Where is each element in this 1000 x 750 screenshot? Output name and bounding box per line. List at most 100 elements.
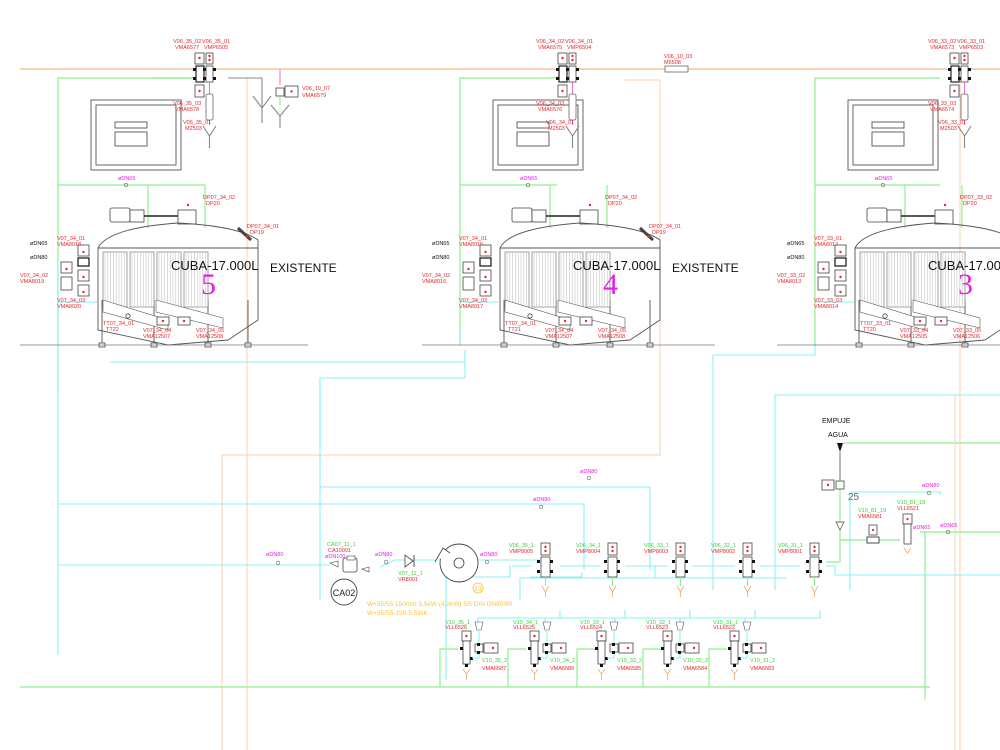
cooling-plate [859, 251, 885, 308]
valve-body[interactable] [540, 556, 551, 578]
code-vmp: VMP8002 [711, 549, 735, 555]
control-panel[interactable] [492, 99, 584, 171]
side-valve-body[interactable] [77, 257, 90, 267]
valve-body[interactable] [607, 556, 618, 578]
ca02-circle[interactable] [330, 578, 358, 606]
control-panel[interactable] [847, 99, 939, 171]
side-valve-actuator[interactable] [834, 269, 847, 282]
sight-glass[interactable] [960, 93, 969, 121]
temperature-sensor[interactable] [125, 313, 131, 319]
valve-body[interactable] [195, 65, 205, 83]
port-marker [213, 77, 216, 80]
check-valve-icon[interactable] [404, 554, 414, 568]
valve-water[interactable] [835, 480, 845, 490]
agitator-motor[interactable] [109, 207, 131, 223]
vent-assembly: V06_10_07 VMA6579 V06_10_03 M6508 [228, 54, 692, 128]
sight-glass[interactable] [205, 93, 214, 121]
code-vll: VLL6526 [445, 625, 467, 631]
tag-v06-10-03: V06_10_03 [664, 54, 692, 60]
tank-body[interactable] [499, 222, 661, 346]
valve-body[interactable] [675, 556, 686, 578]
side-valve-actuator[interactable] [60, 261, 73, 274]
control-panel[interactable] [90, 99, 182, 171]
side-valve-body[interactable] [817, 276, 830, 291]
valve-body[interactable] [809, 556, 820, 578]
status-dot [939, 319, 943, 323]
valve-body[interactable] [742, 556, 753, 578]
green-branch [642, 648, 661, 687]
status-dot [813, 549, 816, 553]
code-vll: VLL6525 [513, 625, 535, 631]
port-marker [566, 68, 569, 71]
pump-number: 13 [474, 586, 482, 593]
valve-v10-2-actuator[interactable] [751, 642, 767, 654]
valve-actuator-01[interactable] [205, 52, 214, 65]
empuje-label: EMPUJE [822, 418, 851, 425]
valve-body[interactable] [530, 640, 539, 665]
valve-body[interactable] [597, 640, 606, 665]
dn-marker [586, 475, 592, 481]
check-valve-water-icon[interactable] [835, 521, 845, 531]
port-marker [728, 647, 731, 650]
side-valve-actuator[interactable] [77, 244, 90, 257]
valve-v06-10-07[interactable] [275, 87, 285, 97]
valve-v10-2-actuator[interactable] [618, 642, 634, 654]
valve-actuator[interactable] [809, 542, 820, 556]
tag-v07-04: V07_33_04 [900, 328, 928, 334]
valve-body[interactable] [730, 640, 739, 665]
side-valve-actuator[interactable] [817, 261, 830, 274]
temperature-sensor[interactable] [882, 313, 888, 319]
valve-actuator[interactable] [607, 542, 618, 556]
valve-body-mixproof[interactable] [568, 65, 577, 83]
cooling-plate [129, 251, 155, 308]
side-valve-actuator[interactable] [77, 269, 90, 282]
valve-body[interactable] [558, 65, 568, 83]
valve-v10-81-18[interactable] [903, 523, 912, 545]
code-tt: TT21 [508, 327, 521, 333]
pump-spec-2: W+35/55-150-5.5WK [367, 610, 429, 617]
valve-v10-81-19[interactable] [866, 536, 880, 544]
side-valve-actuator[interactable] [479, 284, 492, 297]
valve-body[interactable] [950, 65, 960, 83]
dn-label: øDN80 [922, 483, 939, 489]
side-valve-body[interactable] [60, 276, 73, 291]
side-valve-actuator[interactable] [834, 284, 847, 297]
valve-actuator-01[interactable] [960, 52, 969, 65]
valve-actuator[interactable] [675, 542, 686, 556]
valve-body[interactable] [462, 640, 471, 665]
side-valve-body[interactable] [834, 257, 847, 267]
valve-actuator-01[interactable] [568, 52, 577, 65]
valve-body-mixproof[interactable] [960, 65, 969, 83]
tank-body[interactable] [854, 222, 1000, 346]
dn-label: øDN65 [913, 525, 930, 531]
code-v07-05: VMA12506 [953, 334, 980, 340]
side-valve-actuator[interactable] [462, 261, 475, 274]
code-v07-04: VMA12507 [143, 334, 170, 340]
valve-body[interactable] [663, 640, 672, 665]
valve-actuator[interactable] [742, 542, 753, 556]
agitator-motor[interactable] [866, 207, 888, 223]
side-valve-body[interactable] [462, 276, 475, 291]
side-valve-actuator[interactable] [834, 244, 847, 257]
valve-actuator[interactable] [540, 542, 551, 556]
panel-display [114, 121, 148, 129]
status-dot [600, 634, 603, 638]
tank-body[interactable] [97, 222, 259, 346]
side-valve-actuator[interactable] [479, 269, 492, 282]
status-dot [692, 646, 696, 650]
sight-glass-m6508[interactable] [664, 65, 689, 73]
code-v06-03: VMA6578 [175, 107, 199, 113]
valve-v10-2-actuator[interactable] [483, 642, 499, 654]
temperature-sensor[interactable] [527, 313, 533, 319]
side-valve-body[interactable] [479, 257, 492, 267]
tag-v06-03: V06_35_03 [173, 101, 201, 107]
side-valve-actuator[interactable] [77, 284, 90, 297]
tank-5: øDN65DP07_34_02DP20DP07_34_01DP19CUBA-17… [20, 99, 337, 348]
side-valve-actuator[interactable] [479, 244, 492, 257]
valve-body-mixproof[interactable] [205, 65, 214, 83]
dn-label: øDN80 [480, 552, 497, 558]
valve-v10-2-actuator[interactable] [551, 642, 567, 654]
sight-glass[interactable] [568, 93, 577, 121]
valve-v10-2-actuator[interactable] [684, 642, 700, 654]
agitator-motor[interactable] [511, 207, 533, 223]
